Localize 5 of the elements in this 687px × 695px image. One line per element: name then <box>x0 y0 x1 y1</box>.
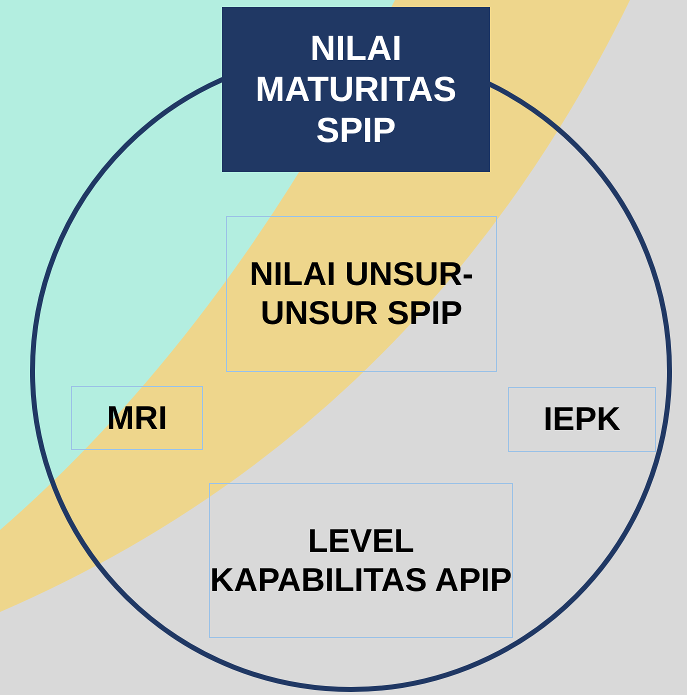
title-box: NILAI MATURITAS SPIP <box>222 7 490 172</box>
label-box: IEPK <box>508 387 656 452</box>
label-box: MRI <box>71 386 203 450</box>
label-box: LEVEL KAPABILITAS APIP <box>209 483 513 638</box>
label-box: NILAI UNSUR-UNSUR SPIP <box>226 216 497 372</box>
